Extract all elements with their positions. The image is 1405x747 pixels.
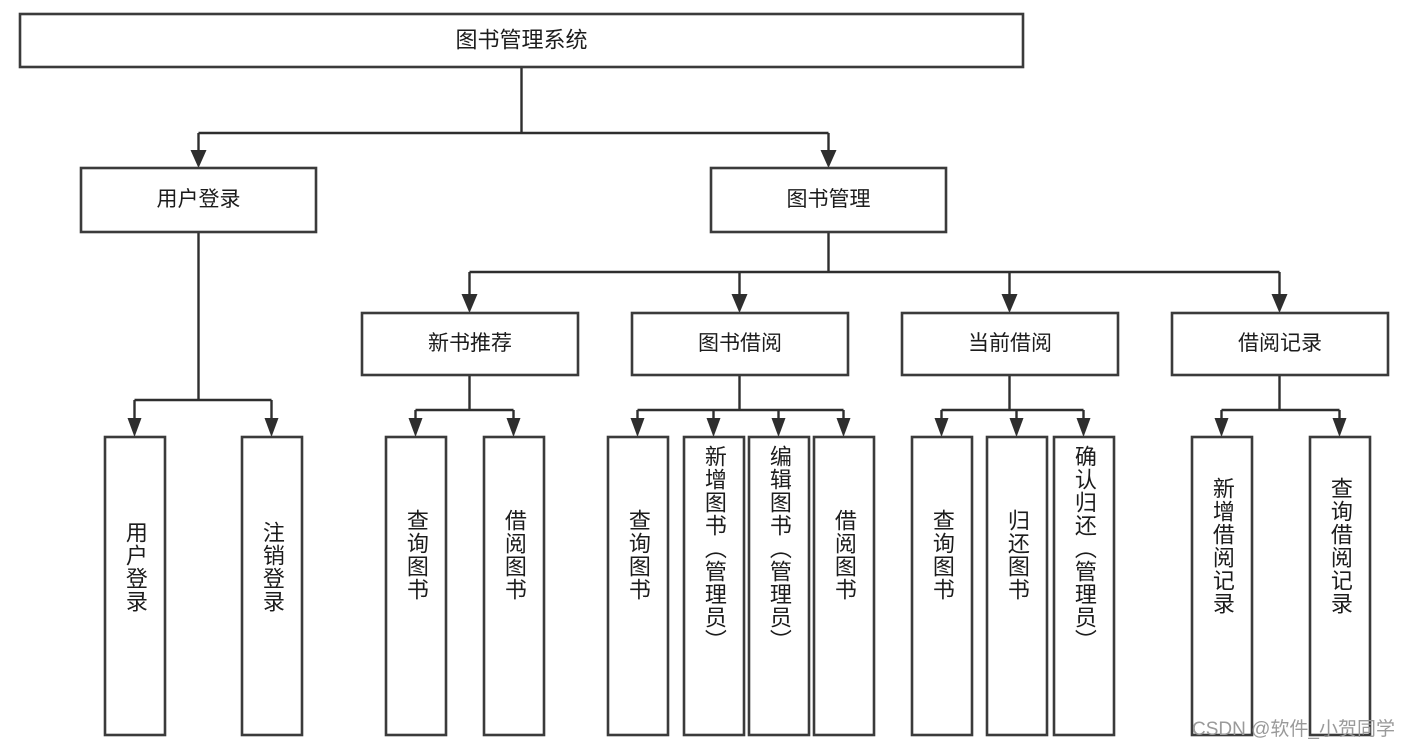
node-book-borrow-label: 图书借阅 xyxy=(698,332,782,355)
node-root[interactable]: 图书管理系统 xyxy=(18,12,1025,69)
node-current-borrow-box xyxy=(900,311,1120,377)
connector-group-book-management xyxy=(461,232,1288,313)
arrowhead-book-borrow xyxy=(731,294,748,313)
arrowhead-leaf-confirm-return xyxy=(1076,418,1091,437)
node-leaf-query-book-3-box[interactable] xyxy=(910,435,974,737)
node-borrow-record[interactable]: 借阅记录 xyxy=(1170,311,1390,377)
node-current-borrow-label: 当前借阅 xyxy=(968,332,1052,355)
connector-group-book-borrow xyxy=(630,375,851,437)
arrowhead-leaf-return-book xyxy=(1009,418,1024,437)
node-new-book-recommend[interactable]: 新书推荐 xyxy=(360,311,580,377)
connector-group-user-login xyxy=(127,232,279,437)
arrowhead-new-book-recommend xyxy=(461,294,478,313)
node-root-box xyxy=(18,12,1025,69)
node-book-borrow[interactable]: 图书借阅 xyxy=(630,311,850,377)
connector-group-borrow-record xyxy=(1214,375,1347,437)
node-leaf-add-record-box[interactable] xyxy=(1190,435,1254,737)
connector-group-current-borrow xyxy=(934,375,1091,437)
arrowhead-current-borrow xyxy=(1001,294,1018,313)
arrowhead-book-management xyxy=(820,150,837,168)
node-leaf-query-record-box[interactable] xyxy=(1308,435,1372,737)
arrowhead-leaf-query-book-2 xyxy=(630,418,645,437)
node-leaf-query-book-1-box[interactable] xyxy=(384,435,448,737)
arrowhead-user-login xyxy=(190,150,207,168)
arrowhead-leaf-add-book xyxy=(706,418,721,437)
node-new-book-recommend-box xyxy=(360,311,580,377)
arrowhead-leaf-query-book-3 xyxy=(934,418,949,437)
arrowhead-leaf-logout xyxy=(264,418,279,437)
arrowhead-leaf-edit-book xyxy=(771,418,786,437)
arrowhead-leaf-user-login xyxy=(127,418,142,437)
arrowhead-leaf-add-record xyxy=(1214,418,1229,437)
arrowhead-leaf-borrow-book-1 xyxy=(506,418,521,437)
arrowhead-leaf-query-book-1 xyxy=(408,418,423,437)
node-borrow-record-box xyxy=(1170,311,1390,377)
arrowhead-borrow-record xyxy=(1271,294,1288,313)
node-leaf-return-book-box[interactable] xyxy=(985,435,1049,737)
node-leaf-borrow-book-1-box[interactable] xyxy=(482,435,546,737)
node-leaf-logout-box[interactable] xyxy=(240,435,304,737)
csdn-watermark: CSDN @软件_小贺同学 xyxy=(1192,719,1395,740)
node-leaf-borrow-book-2-box[interactable] xyxy=(812,435,876,737)
node-user-login-box xyxy=(79,166,318,234)
node-leaf-edit-book-box[interactable] xyxy=(747,435,811,737)
node-leaf-confirm-return-box[interactable] xyxy=(1052,435,1116,737)
node-leaf-add-book-box[interactable] xyxy=(682,435,746,737)
node-book-borrow-box xyxy=(630,311,850,377)
node-book-management-label: 图书管理 xyxy=(787,188,871,211)
node-book-management-box xyxy=(709,166,948,234)
node-leaf-user-login-box[interactable] xyxy=(103,435,167,737)
leaf-boxes xyxy=(103,435,1372,737)
node-root-label: 图书管理系统 xyxy=(455,27,587,52)
node-new-book-recommend-label: 新书推荐 xyxy=(428,332,512,355)
connector-group-root xyxy=(190,67,837,168)
node-user-login[interactable]: 用户登录 xyxy=(79,166,318,234)
node-leaf-query-book-2-box[interactable] xyxy=(606,435,670,737)
node-borrow-record-label: 借阅记录 xyxy=(1238,332,1322,355)
arrowhead-leaf-borrow-book-2 xyxy=(836,418,851,437)
node-book-management[interactable]: 图书管理 xyxy=(709,166,948,234)
node-current-borrow[interactable]: 当前借阅 xyxy=(900,311,1120,377)
connector-group-new-book-recommend xyxy=(408,375,521,437)
arrowhead-leaf-query-record xyxy=(1332,418,1347,437)
node-user-login-label: 用户登录 xyxy=(157,188,241,211)
